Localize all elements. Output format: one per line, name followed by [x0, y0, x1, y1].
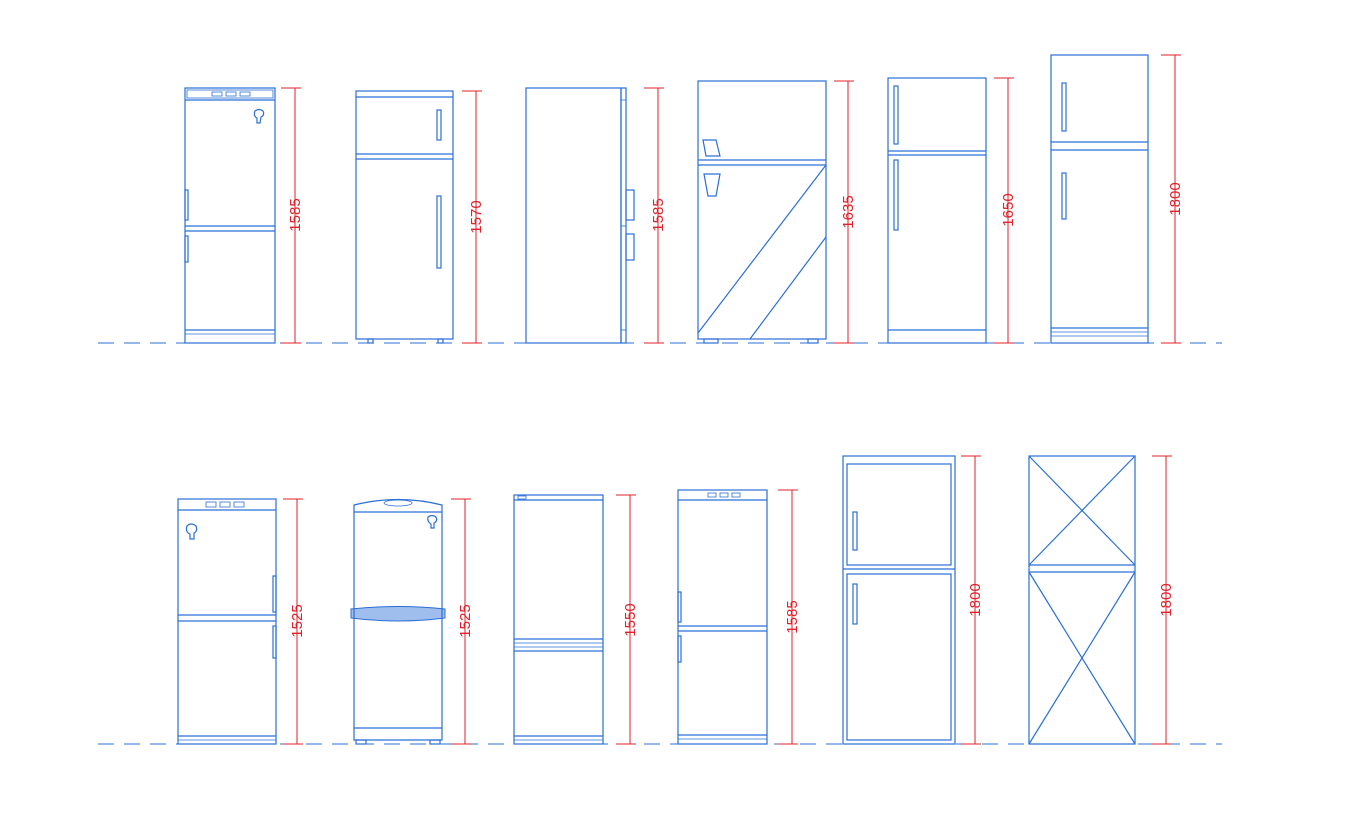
fridge-r1-6 [1050, 54, 1149, 344]
dim-label-r2-6: 1800 [1158, 583, 1175, 616]
fridge-r1-1 [184, 87, 276, 344]
dim-r2-4: 1585 [778, 489, 801, 745]
dim-r2-1: 1525 [283, 498, 306, 745]
dim-r2-2: 1525 [451, 498, 474, 745]
dim-r2-3: 1550 [616, 494, 639, 745]
fridge-r2-5 [842, 455, 956, 745]
dim-label-r1-1: 1585 [287, 198, 304, 231]
dim-r1-4: 1635 [834, 80, 857, 344]
dim-r1-6: 1800 [1161, 54, 1184, 344]
dim-label-r2-2: 1525 [457, 604, 474, 637]
dim-label-r2-3: 1550 [622, 603, 639, 636]
dim-label-r1-5: 1650 [1000, 193, 1017, 226]
fridge-r2-6 [1028, 455, 1136, 745]
dim-r2-5: 1800 [961, 455, 984, 745]
dim-label-r2-4: 1585 [784, 600, 801, 633]
dim-r2-6: 1800 [1152, 455, 1175, 745]
fridge-r1-3 [525, 87, 635, 344]
dim-label-r1-3: 1585 [650, 198, 667, 231]
dim-label-r1-2: 1570 [468, 200, 485, 233]
dim-r1-1: 1585 [281, 87, 304, 344]
fridge-r2-4 [677, 489, 768, 745]
dim-label-r2-5: 1800 [967, 583, 984, 616]
fridge-r2-2 [350, 498, 446, 745]
dim-label-r1-4: 1635 [840, 195, 857, 228]
fridge-r2-3 [513, 494, 604, 745]
fridge-r1-2 [355, 90, 454, 344]
dim-r1-5: 1650 [994, 77, 1017, 344]
dim-label-r2-1: 1525 [289, 604, 306, 637]
dim-r1-2: 1570 [462, 90, 485, 344]
dim-label-r1-6: 1800 [1167, 182, 1184, 215]
fridge-r1-5 [887, 77, 987, 344]
fridge-r2-1 [177, 498, 277, 745]
fridge-r1-4 [697, 80, 827, 344]
dim-r1-3: 1585 [644, 87, 667, 344]
